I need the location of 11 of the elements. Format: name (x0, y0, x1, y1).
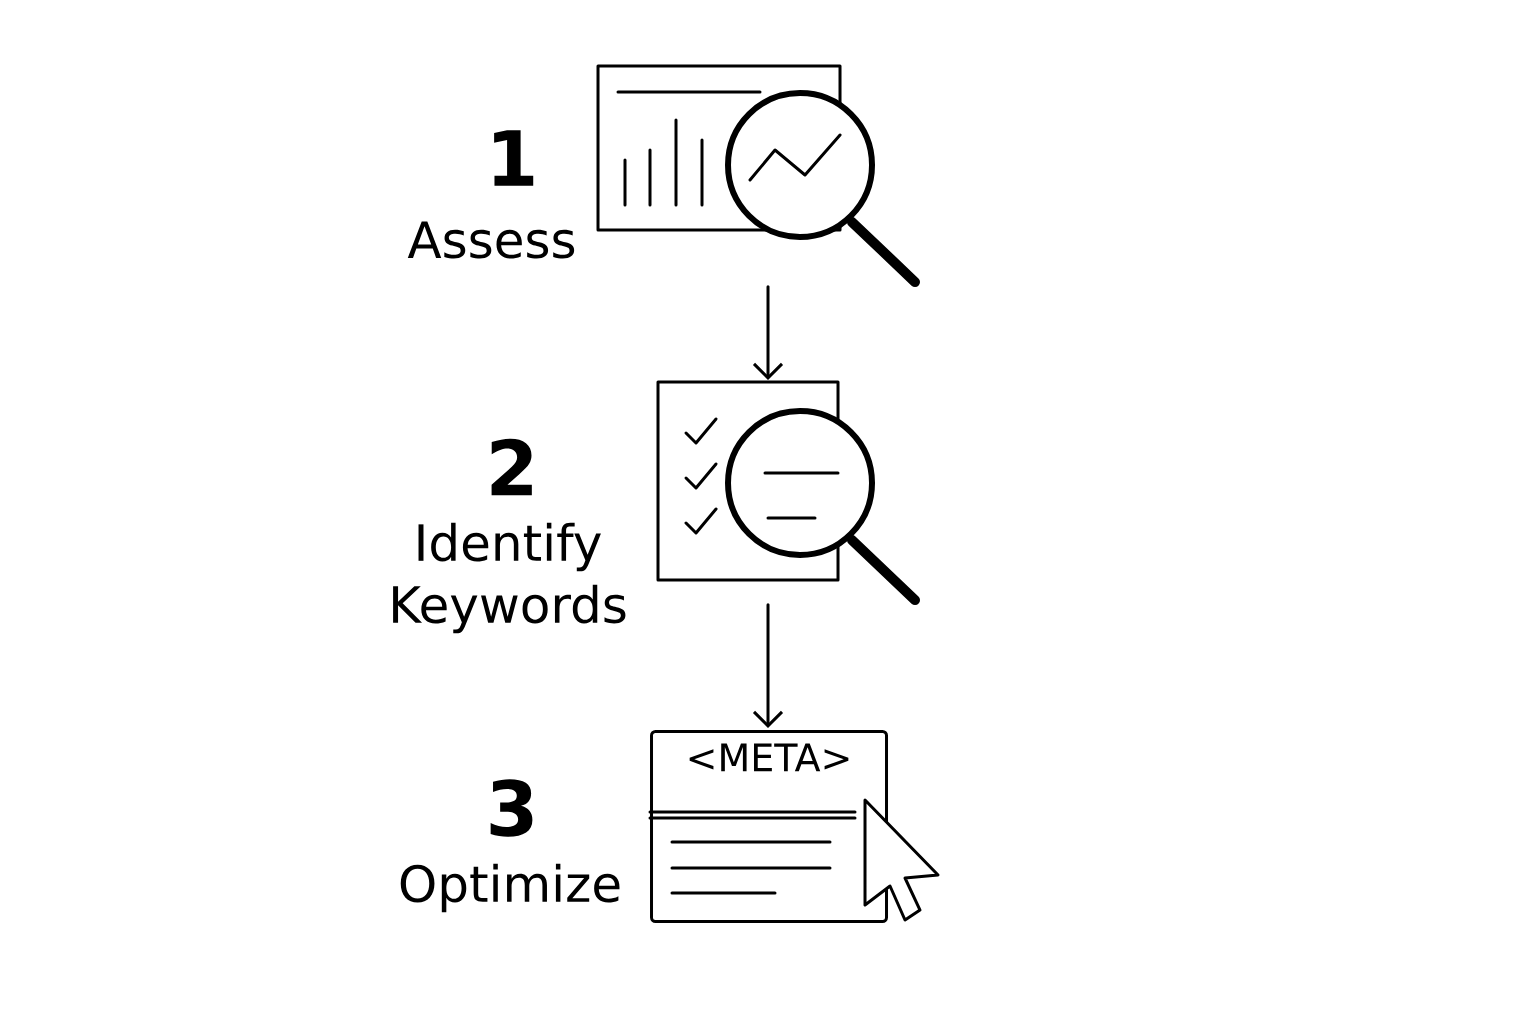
magnifier-drawing (656, 380, 920, 605)
step-number: 2 (491, 438, 532, 496)
step-number: 3 (490, 779, 533, 837)
step-label: Assess (407, 221, 575, 259)
step-number: 1 (494, 130, 534, 186)
step-label: Identify Keywords (393, 522, 626, 634)
arrow (752, 603, 784, 728)
magnifier-drawing (596, 64, 920, 287)
page-box: <META> (648, 730, 888, 923)
step-label: Optimize (400, 863, 620, 913)
arrow (752, 285, 784, 380)
